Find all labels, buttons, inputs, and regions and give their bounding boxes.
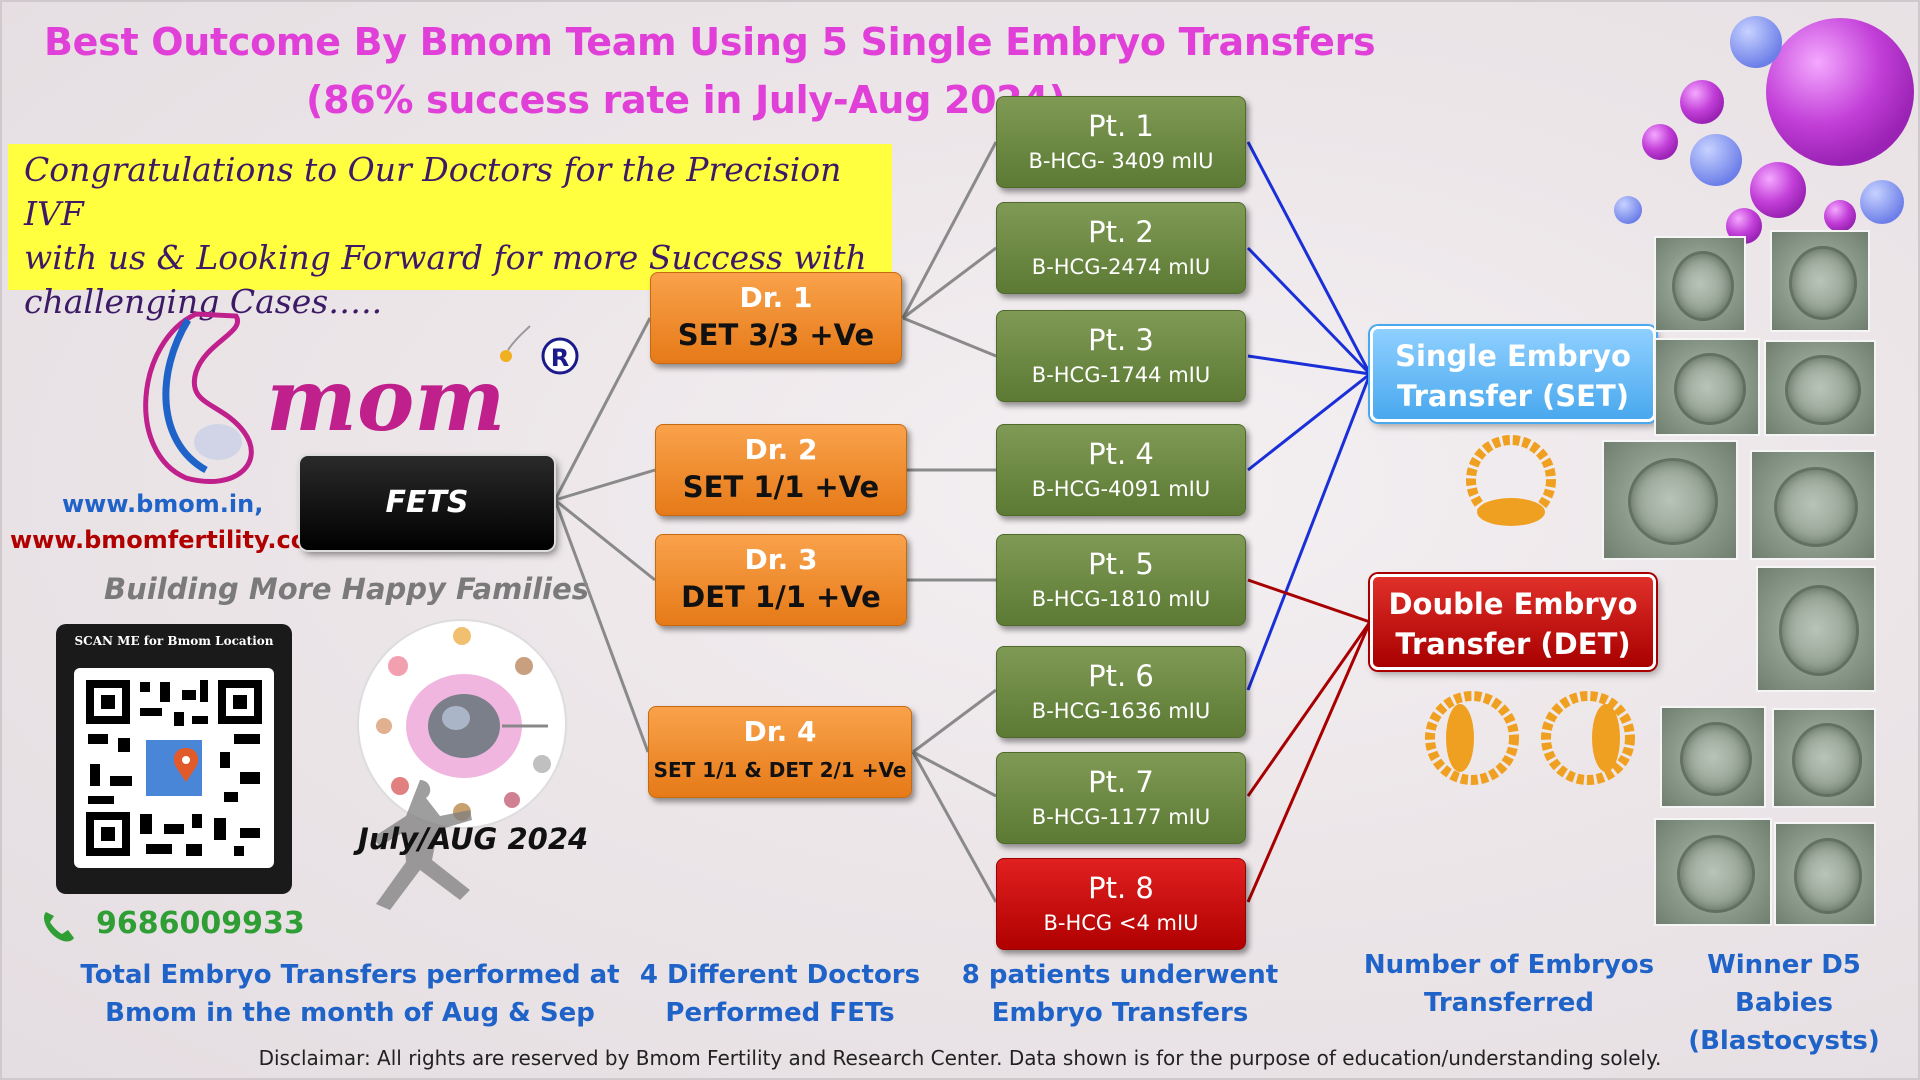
patient-node-3: Pt. 3 B-HCG-1744 mIU xyxy=(996,310,1246,402)
doctor-node-1: Dr. 1 SET 3/3 +Ve xyxy=(650,272,902,364)
patient-node-2: Pt. 2 B-HCG-2474 mIU xyxy=(996,202,1246,294)
doctor-name: Dr. 2 xyxy=(744,433,818,466)
patient-node-4: Pt. 4 B-HCG-4091 mIU xyxy=(996,424,1246,516)
website-link-bmomfertility[interactable]: www.bmomfertility.com xyxy=(10,526,333,554)
doctor-name: Dr. 3 xyxy=(744,543,818,576)
bubble-decoration xyxy=(1614,16,1914,244)
page-subtitle: (86% success rate in July-Aug 2024) xyxy=(306,78,1066,122)
website-link-bmom[interactable]: www.bmom.in, xyxy=(62,490,264,518)
patient-name: Pt. 3 xyxy=(1088,323,1154,357)
blastocyst-image xyxy=(1654,338,1760,436)
blastocyst-image xyxy=(1602,440,1738,560)
congrats-line-2: with us & Looking Forward for more Succe… xyxy=(24,238,867,277)
single-embryo-icon xyxy=(1466,435,1556,526)
qr-code-card[interactable]: SCAN ME for Bmom Location xyxy=(56,624,292,894)
blastocyst-image xyxy=(1660,706,1766,808)
blastocyst-image xyxy=(1770,230,1870,332)
ivf-process-graphic xyxy=(357,619,567,829)
caption-line: 4 Different Doctors xyxy=(639,960,921,990)
set-line-1: Single Embryo xyxy=(1395,339,1631,373)
caption-winner-babies: Winner D5 Babies (Blastocysts) xyxy=(1656,946,1912,1060)
patient-node-8: Pt. 8 B-HCG <4 mIU xyxy=(996,858,1246,950)
patient-node-7: Pt. 7 B-HCG-1177 mIU xyxy=(996,752,1246,844)
patient-name: Pt. 1 xyxy=(1088,109,1154,143)
tagline: Building More Happy Families xyxy=(104,572,590,606)
blastocyst-image xyxy=(1654,818,1772,926)
caption-embryos-transferred: Number of Embryos Transferred xyxy=(1356,946,1662,1022)
doctor-node-4: Dr. 4 SET 1/1 & DET 2/1 +Ve xyxy=(648,706,912,798)
phone-icon xyxy=(44,912,74,942)
det-line-2: Transfer (DET) xyxy=(1395,627,1631,661)
patient-node-5: Pt. 5 B-HCG-1810 mIU xyxy=(996,534,1246,626)
patient-hcg: B-HCG-1177 mIU xyxy=(1031,805,1211,829)
patient-hcg: B-HCG-4091 mIU xyxy=(1031,477,1211,501)
qr-pattern-icon xyxy=(86,680,262,856)
registered-mark: R xyxy=(551,344,569,372)
patient-name: Pt. 8 xyxy=(1088,871,1154,905)
patient-hcg: B-HCG-1810 mIU xyxy=(1031,587,1211,611)
patient-node-1: Pt. 1 B-HCG- 3409 mIU xyxy=(996,96,1246,188)
blastocyst-image xyxy=(1750,450,1876,560)
patient-name: Pt. 5 xyxy=(1088,547,1154,581)
doctor-result: DET 1/1 +Ve xyxy=(681,580,881,614)
patient-name: Pt. 6 xyxy=(1088,659,1154,693)
double-embryo-icon xyxy=(1425,691,1635,785)
doctor-result: SET 1/1 & DET 2/1 +Ve xyxy=(653,758,907,782)
caption-line: Transferred xyxy=(1423,988,1595,1018)
caption-line: Embryo Transfers xyxy=(991,998,1249,1028)
caption-line: Total Embryo Transfers performed at xyxy=(80,960,620,990)
runner-silhouette xyxy=(372,780,472,910)
page-title: Best Outcome By Bmom Team Using 5 Single… xyxy=(44,20,1376,64)
patient-hcg: B-HCG-1744 mIU xyxy=(1031,363,1211,387)
caption-line: Bmom in the month of Aug & Sep xyxy=(105,998,595,1028)
blastocyst-image xyxy=(1764,340,1876,436)
caption-line: Winner D5 Babies xyxy=(1707,950,1861,1018)
blastocyst-image xyxy=(1654,236,1746,332)
doctor-node-2: Dr. 2 SET 1/1 +Ve xyxy=(655,424,907,516)
fets-root-node: FETS xyxy=(300,456,554,550)
patient-node-6: Pt. 6 B-HCG-1636 mIU xyxy=(996,646,1246,738)
disclaimer: Disclaimar: All rights are reserved by B… xyxy=(258,1046,1662,1070)
qr-label: SCAN ME for Bmom Location xyxy=(74,634,274,648)
blastocyst-image xyxy=(1772,708,1876,808)
caption-doctors: 4 Different Doctors Performed FETs xyxy=(620,956,940,1032)
set-node: Single Embryo Transfer (SET) xyxy=(1370,326,1656,422)
patient-name: Pt. 4 xyxy=(1088,437,1154,471)
det-node: Double Embryo Transfer (DET) xyxy=(1370,574,1656,670)
blastocyst-image xyxy=(1774,822,1876,926)
doctor-name: Dr. 1 xyxy=(739,281,813,314)
blastocyst-image xyxy=(1756,566,1876,692)
patient-name: Pt. 2 xyxy=(1088,215,1154,249)
doctor-name: Dr. 4 xyxy=(743,715,817,748)
doctor-result: SET 3/3 +Ve xyxy=(677,318,875,352)
patient-hcg: B-HCG <4 mIU xyxy=(1043,911,1199,935)
congrats-line-1: Congratulations to Our Doctors for the P… xyxy=(24,150,842,233)
congratulations-banner: Congratulations to Our Doctors for the P… xyxy=(8,144,892,321)
caption-line: (Blastocysts) xyxy=(1688,1026,1880,1056)
caption-line: Number of Embryos xyxy=(1363,950,1655,980)
caption-line: Performed FETs xyxy=(665,998,895,1028)
patient-hcg: B-HCG- 3409 mIU xyxy=(1028,149,1214,173)
patient-hcg: B-HCG-1636 mIU xyxy=(1031,699,1211,723)
caption-total-transfers: Total Embryo Transfers performed at Bmom… xyxy=(60,956,640,1032)
caption-line: 8 patients underwent xyxy=(961,960,1279,990)
phone-number[interactable]: 9686009933 xyxy=(96,906,305,941)
patient-hcg: B-HCG-2474 mIU xyxy=(1031,255,1211,279)
qr-code[interactable] xyxy=(74,668,274,868)
patient-name: Pt. 7 xyxy=(1088,765,1154,799)
det-line-1: Double Embryo xyxy=(1388,587,1638,621)
set-line-2: Transfer (SET) xyxy=(1396,379,1630,413)
period-label: July/AUG 2024 xyxy=(358,822,589,856)
caption-patients: 8 patients underwent Embryo Transfers xyxy=(950,956,1290,1032)
logo-wordmark: mom xyxy=(266,350,505,451)
doctor-result: SET 1/1 +Ve xyxy=(682,470,880,504)
doctor-node-3: Dr. 3 DET 1/1 +Ve xyxy=(655,534,907,626)
